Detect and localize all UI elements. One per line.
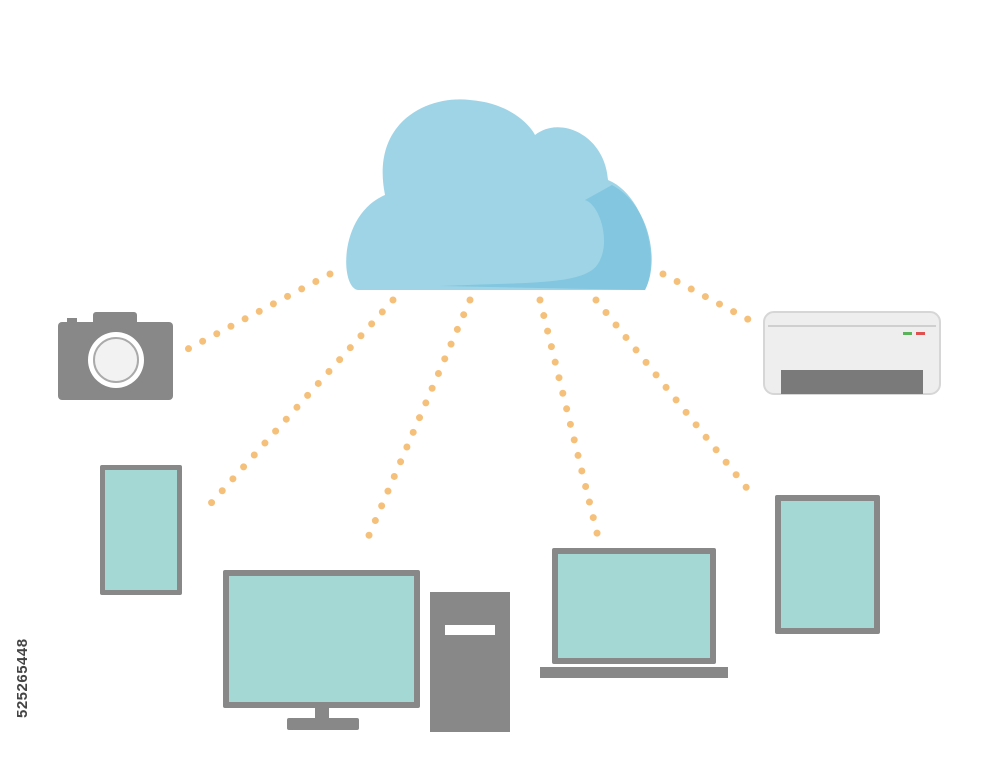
connection-line-phone [201,296,397,514]
desktop-tower-icon [430,592,510,732]
cloud-icon [346,99,652,291]
desktop-monitor-icon [223,570,420,730]
connection-line-camera [182,270,334,354]
phone-icon [100,465,182,595]
stock-image-id: 525265448 [14,638,31,718]
tablet-icon [775,495,880,634]
connection-line-tablet [592,296,758,501]
printer-icon [763,311,941,395]
connection-line-desktop [363,296,474,544]
laptop-icon [540,548,728,678]
connection-line-printer [659,270,759,327]
camera-icon [58,312,173,400]
connection-line-laptop [536,296,602,541]
connection-lines [182,270,759,544]
